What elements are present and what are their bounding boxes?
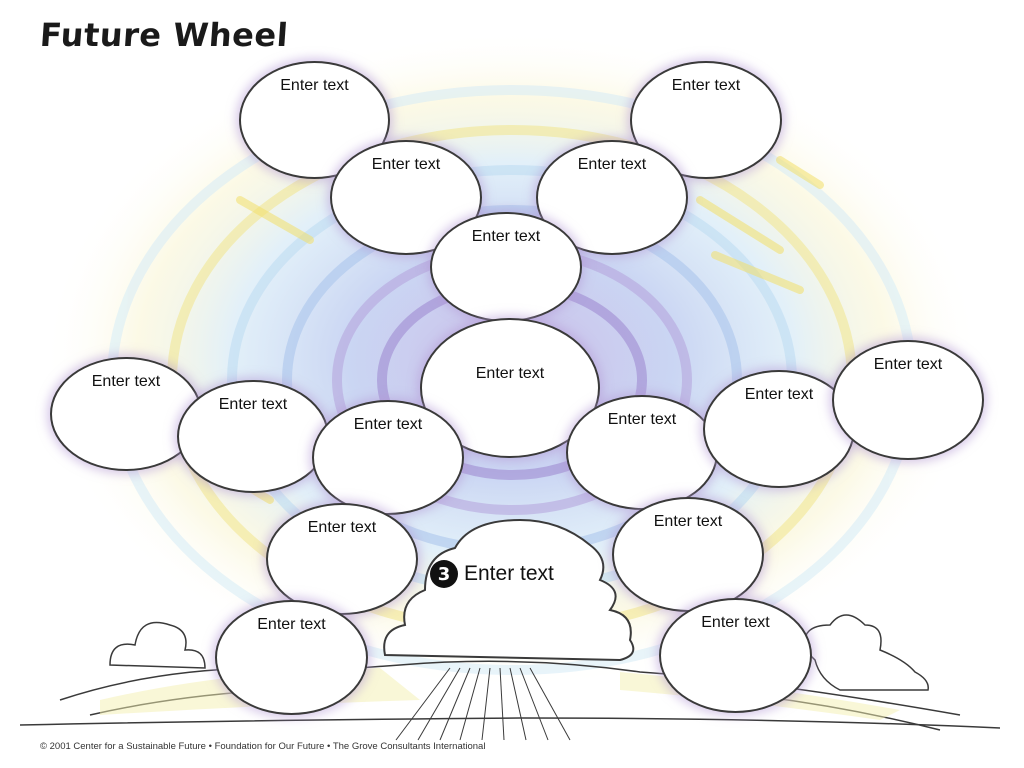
first-order-bubble-right[interactable]: Enter text <box>566 395 718 510</box>
outer-bubble-left[interactable]: Enter text <box>50 357 202 471</box>
bubble-label: Enter text <box>577 156 647 173</box>
bubble-label: Enter text <box>471 228 541 245</box>
outer-bubble-bottom-right[interactable]: Enter text <box>659 598 812 713</box>
center-bubble-label: Enter text <box>475 365 545 382</box>
bubble-label: Enter text <box>307 519 377 536</box>
bubble-label: Enter text <box>353 416 423 433</box>
copyright-credits: © 2001 Center for a Sustainable Future •… <box>40 741 486 752</box>
inner-bubble-bottom-left[interactable]: Enter text <box>266 503 418 615</box>
outer-bubble-right[interactable]: Enter text <box>832 340 984 460</box>
bubble-label: Enter text <box>701 614 770 631</box>
cloud-text-field[interactable]: Enter text <box>464 562 554 585</box>
outer-bubble-bottom-left[interactable]: Enter text <box>215 600 368 715</box>
bubble-label: Enter text <box>744 386 814 403</box>
inner-bubble-top-right[interactable]: Enter text <box>536 140 688 255</box>
bubble-label: Enter text <box>873 356 943 373</box>
bubble-label: Enter text <box>218 396 288 413</box>
bubble-label: Enter text <box>257 616 326 633</box>
bubble-label: Enter text <box>280 77 349 94</box>
bubble-label: Enter text <box>671 77 741 94</box>
cloud-label-group: 3 Enter text <box>430 560 554 588</box>
inner-bubble-left[interactable]: Enter text <box>177 380 329 493</box>
inner-bubble-right[interactable]: Enter text <box>703 370 855 488</box>
swirl-3-icon: 3 <box>430 560 458 588</box>
bubble-label: Enter text <box>653 513 723 530</box>
bubble-label: Enter text <box>607 411 677 428</box>
first-order-bubble-top[interactable]: Enter text <box>430 212 582 322</box>
inner-bubble-bottom-right[interactable]: Enter text <box>612 497 764 612</box>
bubble-label: Enter text <box>91 373 161 390</box>
first-order-bubble-left[interactable]: Enter text <box>312 400 464 515</box>
bubble-label: Enter text <box>371 156 441 173</box>
page-title: Future Wheel <box>38 16 290 54</box>
